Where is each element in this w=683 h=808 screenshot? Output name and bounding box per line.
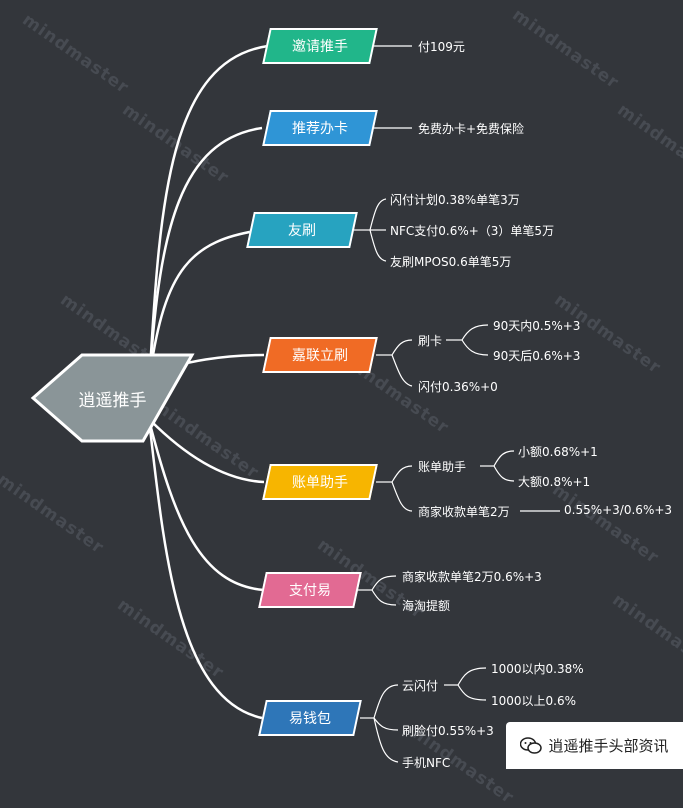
root-node[interactable]: 逍遥推手 [30, 352, 195, 444]
leaf-text: 商家收款单笔2万 [418, 505, 510, 519]
branch-label: 支付易 [289, 583, 331, 599]
branch-label: 推荐办卡 [292, 121, 348, 137]
leaf-text: 90天后0.6%+3 [493, 349, 581, 363]
connector-lines [148, 44, 560, 763]
leaf-text: 小额0.68%+1 [518, 445, 598, 459]
leaf-text: 商家收款单笔2万0.6%+3 [402, 570, 542, 584]
root-label: 逍遥推手 [78, 390, 147, 411]
leaf-text: 1000以内0.38% [491, 662, 584, 676]
leaf-text: 闪付计划0.38%单笔3万 [390, 193, 520, 207]
branch-youshua[interactable]: 友刷 [246, 212, 358, 248]
leaf-text: 1000以上0.6% [491, 694, 577, 708]
leaf-text: 账单助手 [418, 460, 467, 474]
badge-text: 逍遥推手头部资讯 [548, 737, 669, 755]
branch-label: 账单助手 [292, 475, 348, 491]
branch-yiqianbao[interactable]: 易钱包 [258, 700, 362, 736]
leaf-text: 云闪付 [402, 679, 439, 693]
leaf-text: 大额0.8%+1 [518, 475, 591, 489]
leaf-text: 90天内0.5%+3 [493, 319, 581, 333]
leaf-text: 刷脸付0.55%+3 [402, 724, 494, 738]
leaf-text: 友刷MPOS0.6单笔5万 [390, 255, 512, 269]
leaf-text: 免费办卡+免费保险 [418, 122, 525, 136]
leaf-text: 海淘提额 [402, 599, 451, 613]
branch-label: 易钱包 [289, 711, 331, 727]
branch-zhifuyi[interactable]: 支付易 [258, 572, 362, 608]
leaf-text: 0.55%+3/0.6%+3 [564, 503, 673, 517]
branch-invite[interactable]: 邀请推手 [262, 28, 378, 64]
wechat-icon [520, 736, 543, 754]
leaf-text: 手机NFC [402, 756, 451, 770]
branch-card[interactable]: 推荐办卡 [262, 110, 378, 146]
leaf-text: 付109元 [418, 40, 465, 54]
leaf-text: NFC支付0.6%+（3）单笔5万 [390, 224, 555, 238]
diamond-shape [30, 353, 195, 443]
leaf-text: 刷卡 [418, 334, 443, 348]
leaf-text: 闪付0.36%+0 [418, 380, 498, 394]
branch-jialian[interactable]: 嘉联立刷 [262, 337, 378, 373]
branch-zhangdan[interactable]: 账单助手 [262, 464, 378, 500]
branch-label: 嘉联立刷 [292, 348, 348, 364]
branch-label: 友刷 [288, 223, 316, 239]
branch-label: 邀请推手 [292, 39, 348, 55]
wechat-badge[interactable]: 逍遥推手头部资讯 [506, 722, 683, 769]
